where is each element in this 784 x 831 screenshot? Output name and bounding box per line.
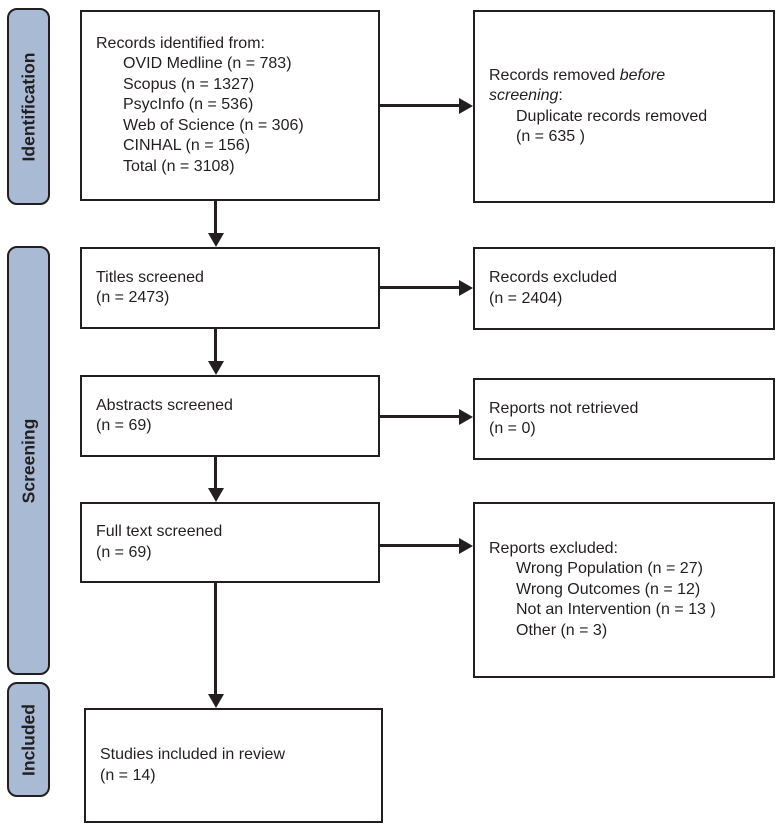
reports-excluded-item: Not an Intervention (n = 13 ) xyxy=(516,601,716,619)
records-identified-item: OVID Medline (n = 783) xyxy=(123,55,292,73)
stage-included-label: Included xyxy=(18,703,38,776)
records-identified-item: PsycInfo (n = 536) xyxy=(123,96,254,114)
reports-excluded-title: Reports excluded: xyxy=(489,539,618,557)
box-reports-excluded: Reports excluded: Wrong Population (n = … xyxy=(473,502,775,678)
records-excluded-label: Records excluded xyxy=(489,269,618,286)
stage-identification-label: Identification xyxy=(18,52,38,161)
stage-included: Included xyxy=(7,682,50,797)
reports-not-retrieved-count: (n = 0) xyxy=(489,420,536,437)
abstracts-screened-label: Abstracts screened xyxy=(96,396,233,414)
box-abstracts-screened: Abstracts screened (n = 69) xyxy=(80,375,380,457)
records-identified-item: CINHAL (n = 156) xyxy=(123,137,251,155)
arrow-titles-to-abstracts xyxy=(214,329,217,361)
stage-screening: Screening xyxy=(7,246,50,675)
arrow-identified-to-removed xyxy=(380,104,459,107)
studies-included-label: Studies included in review xyxy=(100,746,285,763)
abstracts-screened-count: (n = 69) xyxy=(96,417,152,434)
reports-excluded-item: Other (n = 3) xyxy=(516,621,608,639)
reports-excluded-item: Wrong Outcomes (n = 12) xyxy=(516,580,701,598)
records-removed-line2: screening: xyxy=(489,87,563,104)
box-records-removed: Records removed before screening: Duplic… xyxy=(473,10,775,203)
stage-identification: Identification xyxy=(7,8,50,205)
box-studies-included: Studies included in review (n = 14) xyxy=(84,708,383,823)
full-text-screened-label: Full text screened xyxy=(96,523,223,540)
box-reports-not-retrieved: Reports not retrieved (n = 0) xyxy=(473,378,775,460)
arrow-fulltext-to-reportsexcluded xyxy=(380,544,459,547)
titles-screened-label: Titles screened xyxy=(96,268,204,286)
box-records-identified: Records identified from: OVID Medline (n… xyxy=(80,10,380,201)
records-removed-line1: Records removed before xyxy=(489,66,666,84)
arrow-identified-to-titles xyxy=(214,201,217,233)
reports-not-retrieved-label: Reports not retrieved xyxy=(489,399,639,417)
arrow-abstracts-to-fulltext xyxy=(214,457,217,488)
studies-included-count: (n = 14) xyxy=(100,766,156,784)
records-excluded-count: (n = 2404) xyxy=(489,289,563,307)
records-identified-item: Web of Science (n = 306) xyxy=(123,116,304,134)
records-identified-title: Records identified from: xyxy=(96,34,265,52)
arrow-abstracts-to-notretrieved xyxy=(380,415,459,418)
arrow-fulltext-to-included xyxy=(214,583,217,694)
full-text-screened-count: (n = 69) xyxy=(96,543,152,561)
box-full-text-screened: Full text screened (n = 69) xyxy=(80,502,380,583)
stage-screening-label: Screening xyxy=(18,418,38,503)
box-titles-screened: Titles screened (n = 2473) xyxy=(80,247,380,329)
records-removed-item: Duplicate records removed xyxy=(516,107,708,125)
records-identified-item: Total (n = 3108) xyxy=(123,157,235,175)
records-removed-count: (n = 635 ) xyxy=(516,128,585,145)
records-identified-item: Scopus (n = 1327) xyxy=(123,75,255,93)
arrow-titles-to-excluded xyxy=(380,286,459,289)
reports-excluded-item: Wrong Population (n = 27) xyxy=(516,560,703,578)
titles-screened-count: (n = 2473) xyxy=(96,289,170,306)
box-records-excluded: Records excluded (n = 2404) xyxy=(473,247,775,330)
